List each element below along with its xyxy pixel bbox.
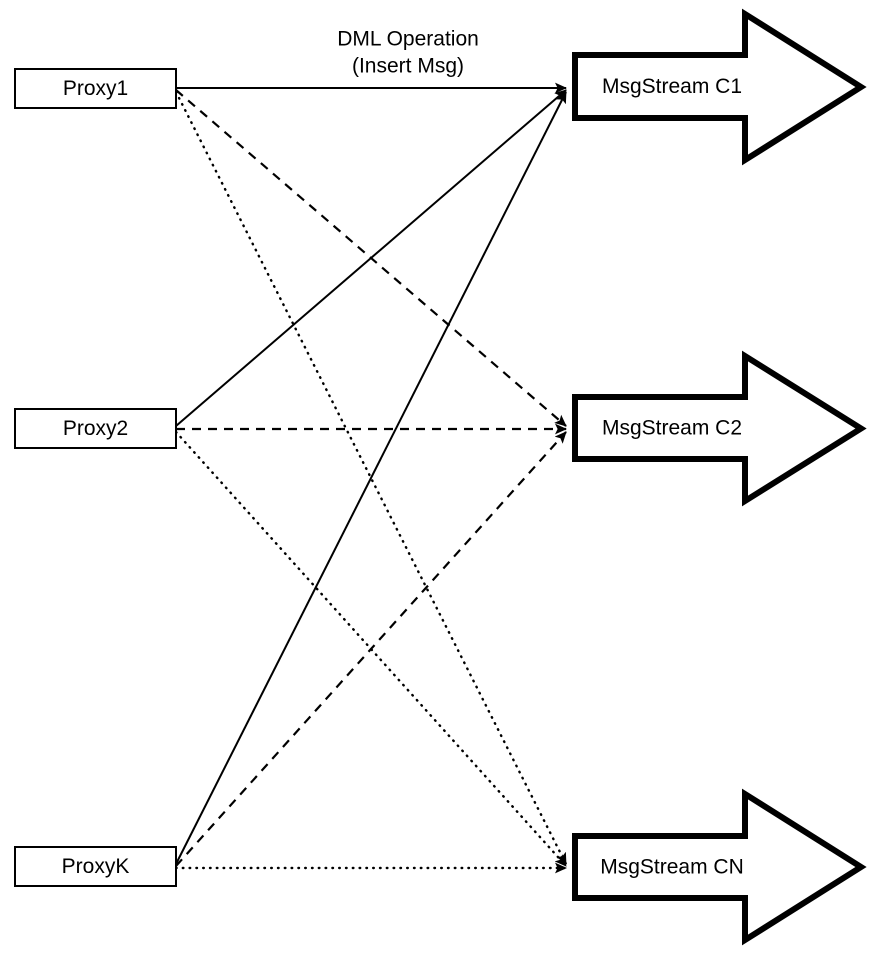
block-arrow-icon[interactable] bbox=[572, 788, 867, 946]
connection-proxy2-c1 bbox=[175, 89, 567, 427]
connection-layer bbox=[174, 82, 568, 874]
proxy-label: Proxy2 bbox=[63, 417, 128, 440]
proxy-box[interactable] bbox=[14, 68, 177, 109]
connection-proxy1-cn bbox=[174, 90, 568, 866]
msgstream-label: MsgStream C1 bbox=[602, 75, 742, 98]
msgstream-node-cn[interactable]: MsgStream CN bbox=[572, 788, 867, 946]
proxy-node-proxyk[interactable]: ProxyK bbox=[14, 846, 177, 887]
proxy-label: Proxy1 bbox=[63, 77, 128, 100]
msgstream-node-c1[interactable]: MsgStream C1 bbox=[572, 8, 867, 166]
proxy-box[interactable] bbox=[14, 846, 177, 887]
msgstream-label: MsgStream CN bbox=[600, 856, 744, 879]
connection-proxyk-c2 bbox=[175, 431, 567, 867]
msgstream-node-c2[interactable]: MsgStream C2 bbox=[572, 350, 867, 507]
edge-caption-line1: DML Operation bbox=[337, 28, 479, 51]
proxy-label: ProxyK bbox=[62, 855, 130, 878]
proxy-node-proxy2[interactable]: Proxy2 bbox=[14, 408, 177, 449]
proxy-node-proxy1[interactable]: Proxy1 bbox=[14, 68, 177, 109]
edge-caption-line2: (Insert Msg) bbox=[352, 55, 464, 78]
block-arrow-icon[interactable] bbox=[572, 8, 867, 166]
connection-proxyk-c1 bbox=[175, 91, 567, 865]
msgstream-label: MsgStream C2 bbox=[602, 417, 742, 440]
block-arrow-icon[interactable] bbox=[572, 350, 867, 507]
proxy-box[interactable] bbox=[14, 408, 177, 449]
edge-caption: DML Operation (Insert Msg) bbox=[337, 28, 479, 78]
